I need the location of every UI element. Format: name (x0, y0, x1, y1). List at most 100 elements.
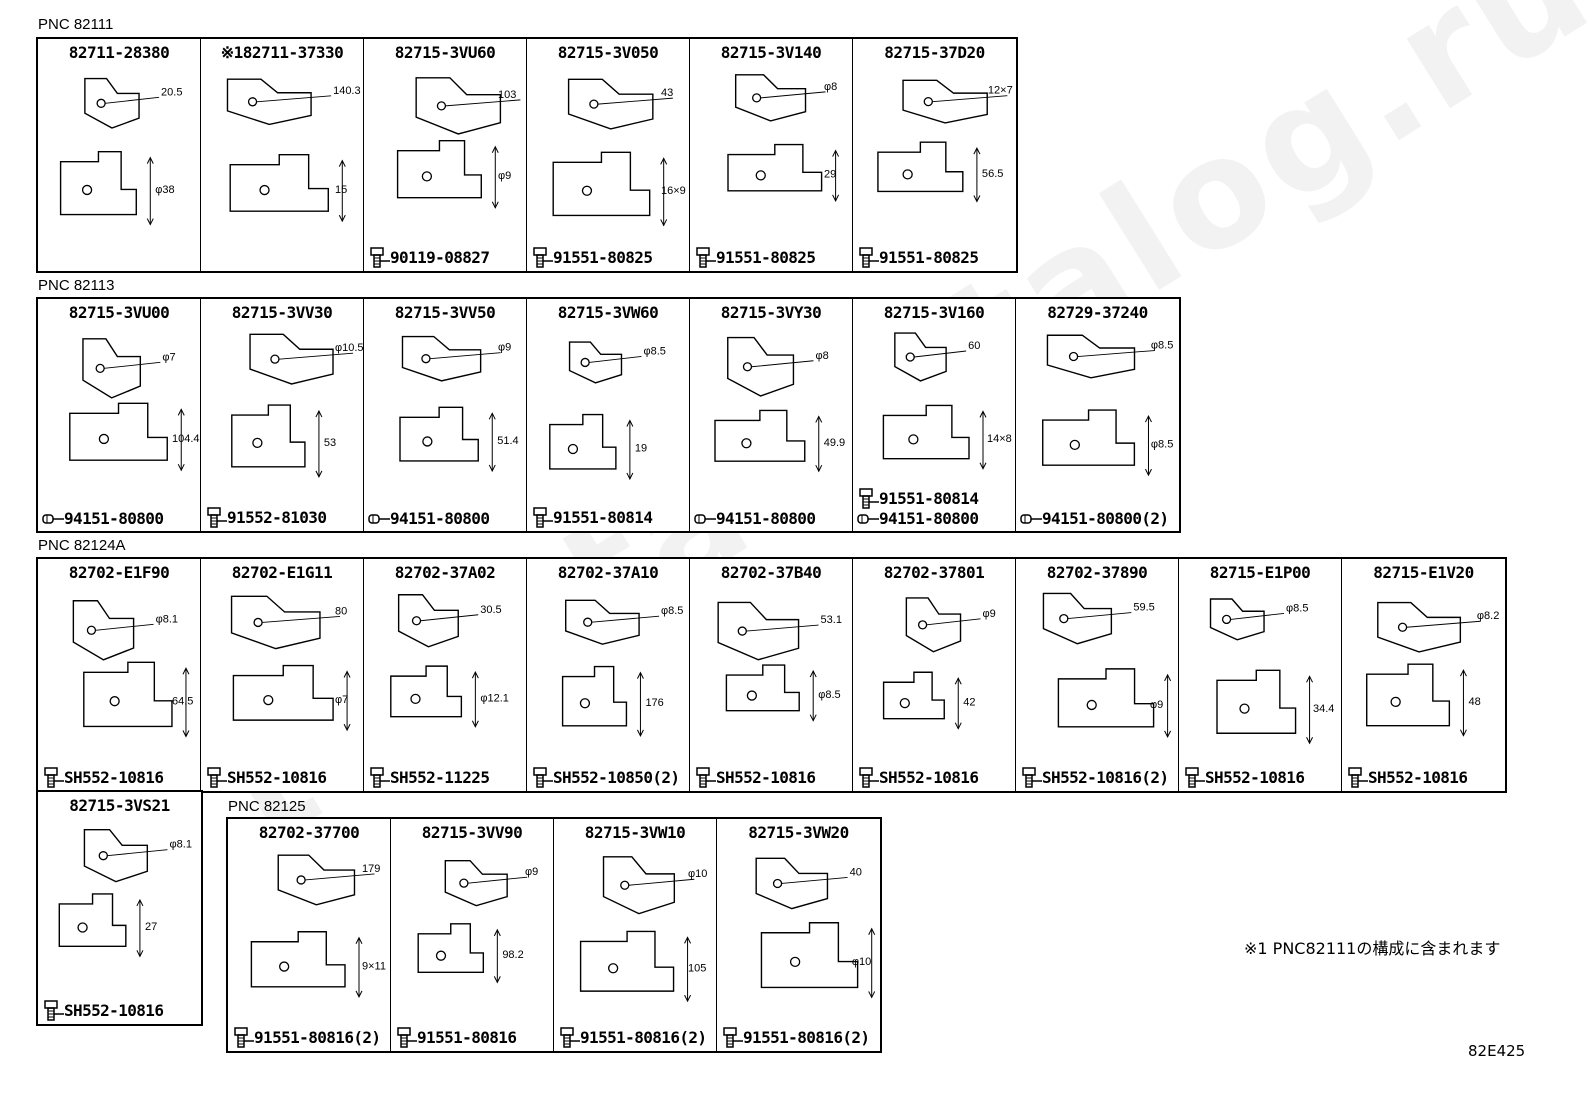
fastener-part-number: 94151-80800 (879, 509, 979, 528)
bolt-fastener[interactable]: 91551-80816(2) (721, 1026, 870, 1048)
bolt-fastener[interactable]: 90119-08827 (368, 246, 490, 268)
dimension-label: φ9 (1150, 699, 1163, 711)
dimension-label: φ8.2 (1477, 610, 1500, 622)
dimension-label: 49.9 (824, 437, 845, 449)
bolt-fastener[interactable]: 91551-80816 (395, 1026, 517, 1048)
bolt-fastener[interactable]: SH552-10816 (42, 999, 164, 1021)
bolt-fastener[interactable]: 91551-80814 (857, 487, 979, 509)
part-number: 82715-3VU60 (394, 43, 496, 62)
part-number: 82715-3VU00 (68, 303, 170, 322)
part-number: 82711-28380 (68, 43, 170, 62)
dimension-label: φ9 (983, 608, 996, 620)
dimension-label: 16×9 (661, 185, 686, 197)
bolt-fastener[interactable]: 91551-80825 (531, 246, 653, 268)
bolt-fastener[interactable]: SH552-10816 (857, 766, 979, 788)
part-number: 82729-37240 (1047, 303, 1148, 322)
nut-fastener[interactable]: 94151-80800(2) (1020, 509, 1169, 528)
fastener-part-number: 91551-80816(2) (254, 1027, 381, 1047)
bolt-icon (1022, 767, 1042, 788)
footnote: ※1 PNC82111の構成に含まれます (1244, 939, 1501, 958)
bolt-icon (1185, 767, 1205, 788)
bolt-icon (1348, 767, 1368, 788)
bolt-fastener[interactable]: SH552-11225 (368, 766, 490, 788)
bolt-fastener[interactable]: 91551-80814 (531, 506, 653, 528)
bolt-fastener[interactable]: 91551-80816(2) (558, 1026, 707, 1048)
bolt-fastener[interactable]: SH552-10816 (205, 766, 327, 788)
dimension-label: 98.2 (502, 949, 523, 961)
dimension-label: φ8.5 (1151, 439, 1174, 451)
bolt-fastener[interactable]: SH552-10850(2) (531, 766, 680, 788)
nut-fastener[interactable]: 94151-80800 (694, 509, 816, 528)
dimension-label: φ38 (155, 184, 174, 196)
dimension-label: φ8 (815, 350, 828, 362)
nut-fastener[interactable]: 94151-80800 (368, 509, 490, 528)
nut-icon (857, 513, 879, 524)
part-number: 82715-3VS21 (69, 796, 170, 815)
group-label-pnc-82125: PNC 82125 (228, 798, 306, 815)
dimension-label: 14×8 (987, 433, 1012, 445)
dimension-label: 42 (963, 696, 975, 708)
dimension-label: 80 (335, 605, 347, 617)
part-number: 82715-3V050 (557, 43, 659, 62)
part-number: 82702-37B40 (720, 563, 822, 582)
part-number: 82715-E1V20 (1373, 563, 1474, 582)
bolt-fastener[interactable]: SH552-10816 (1183, 766, 1305, 788)
part-number: 82715-3V140 (720, 43, 822, 62)
nut-fastener[interactable]: 94151-80800 (42, 509, 164, 528)
bolt-fastener[interactable]: SH552-10816 (694, 766, 816, 788)
part-number: 82702-E1F90 (68, 563, 170, 582)
dimension-label: 60 (968, 340, 980, 352)
bolt-fastener[interactable]: SH552-10816 (42, 766, 164, 788)
dimension-label: 103 (498, 89, 516, 101)
bolt-fastener[interactable]: 91552-81030 (205, 506, 327, 528)
bolt-fastener[interactable]: SH552-10816(2) (1020, 766, 1169, 788)
fastener-part-number: 91551-80825 (716, 247, 816, 267)
fastener-part-number: SH552-10816 (1368, 767, 1468, 787)
dimension-label: 53 (324, 437, 336, 449)
fastener-part-number: 91552-81030 (227, 507, 327, 527)
bolt-fastener[interactable]: SH552-10816 (1346, 766, 1468, 788)
bolt-icon (207, 767, 227, 788)
nut-fastener[interactable]: 94151-80800 (857, 509, 979, 528)
dimension-label: 104.4 (172, 433, 200, 445)
dimension-label: φ8.5 (643, 345, 665, 357)
bolt-icon (44, 1000, 64, 1021)
bolt-fastener[interactable]: 91551-80825 (694, 246, 816, 268)
bolt-fastener[interactable]: 91551-80816(2) (232, 1026, 381, 1048)
bolt-fastener[interactable]: 91551-80825 (857, 246, 979, 268)
fastener-part-number: 91551-80816 (417, 1027, 517, 1047)
